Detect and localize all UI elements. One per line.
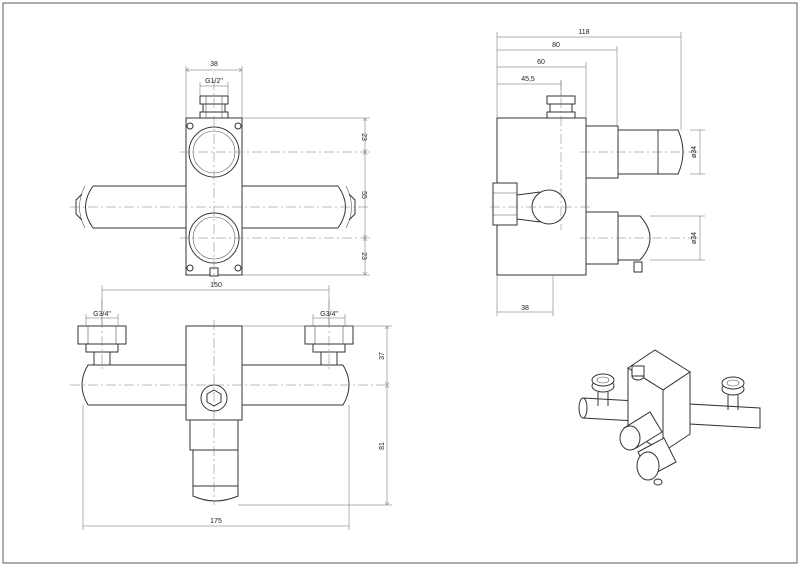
dim-top-thread-right: G3/4" — [320, 311, 338, 318]
dim-side-dia-lower: ø34 — [691, 232, 698, 244]
side-view-pipe-fitting — [492, 182, 567, 226]
top-view: 150 G3/4" G3/4" 37 81 175 — [70, 282, 392, 530]
side-view-dimensions: 118 80 60 45,5 ø34 ø34 38 — [496, 29, 705, 316]
screw-icon — [186, 122, 194, 130]
dim-side-45: 45,5 — [521, 76, 535, 83]
front-view: 38 G1/2" 23 55 23 — [70, 61, 370, 285]
dim-side-80: 80 — [552, 42, 560, 49]
dim-top-81: 81 — [379, 442, 386, 450]
side-view: 118 80 60 45,5 ø34 ø34 38 — [490, 29, 705, 316]
dim-top-150: 150 — [210, 282, 222, 289]
dim-side-118: 118 — [578, 29, 589, 36]
dim-top-37: 37 — [379, 352, 386, 360]
screw-icon — [186, 264, 194, 272]
top-view-dimensions: 150 G3/4" G3/4" 37 81 175 — [82, 282, 392, 530]
dim-front-width: 38 — [210, 61, 218, 68]
screw-icon — [234, 264, 242, 272]
dim-side-38: 38 — [521, 305, 529, 312]
front-view-dimensions: 38 G1/2" 23 55 23 — [185, 61, 370, 276]
dim-front-thread: G1/2" — [205, 78, 223, 85]
isometric-view — [578, 349, 761, 486]
dim-front-upper: 23 — [360, 133, 367, 141]
iso-left-inlet — [591, 373, 615, 406]
iso-knobs — [619, 411, 677, 486]
dim-top-175: 175 — [210, 518, 222, 525]
iso-right-inlet — [721, 376, 745, 410]
screw-icon — [234, 122, 242, 130]
dim-front-lower: 23 — [360, 252, 367, 260]
dim-side-dia-upper: ø34 — [691, 146, 698, 158]
dim-top-thread-left: G3/4" — [93, 311, 111, 318]
dim-side-60: 60 — [537, 59, 545, 66]
dim-front-center: 55 — [360, 191, 367, 199]
side-view-lower-knob — [585, 211, 651, 273]
